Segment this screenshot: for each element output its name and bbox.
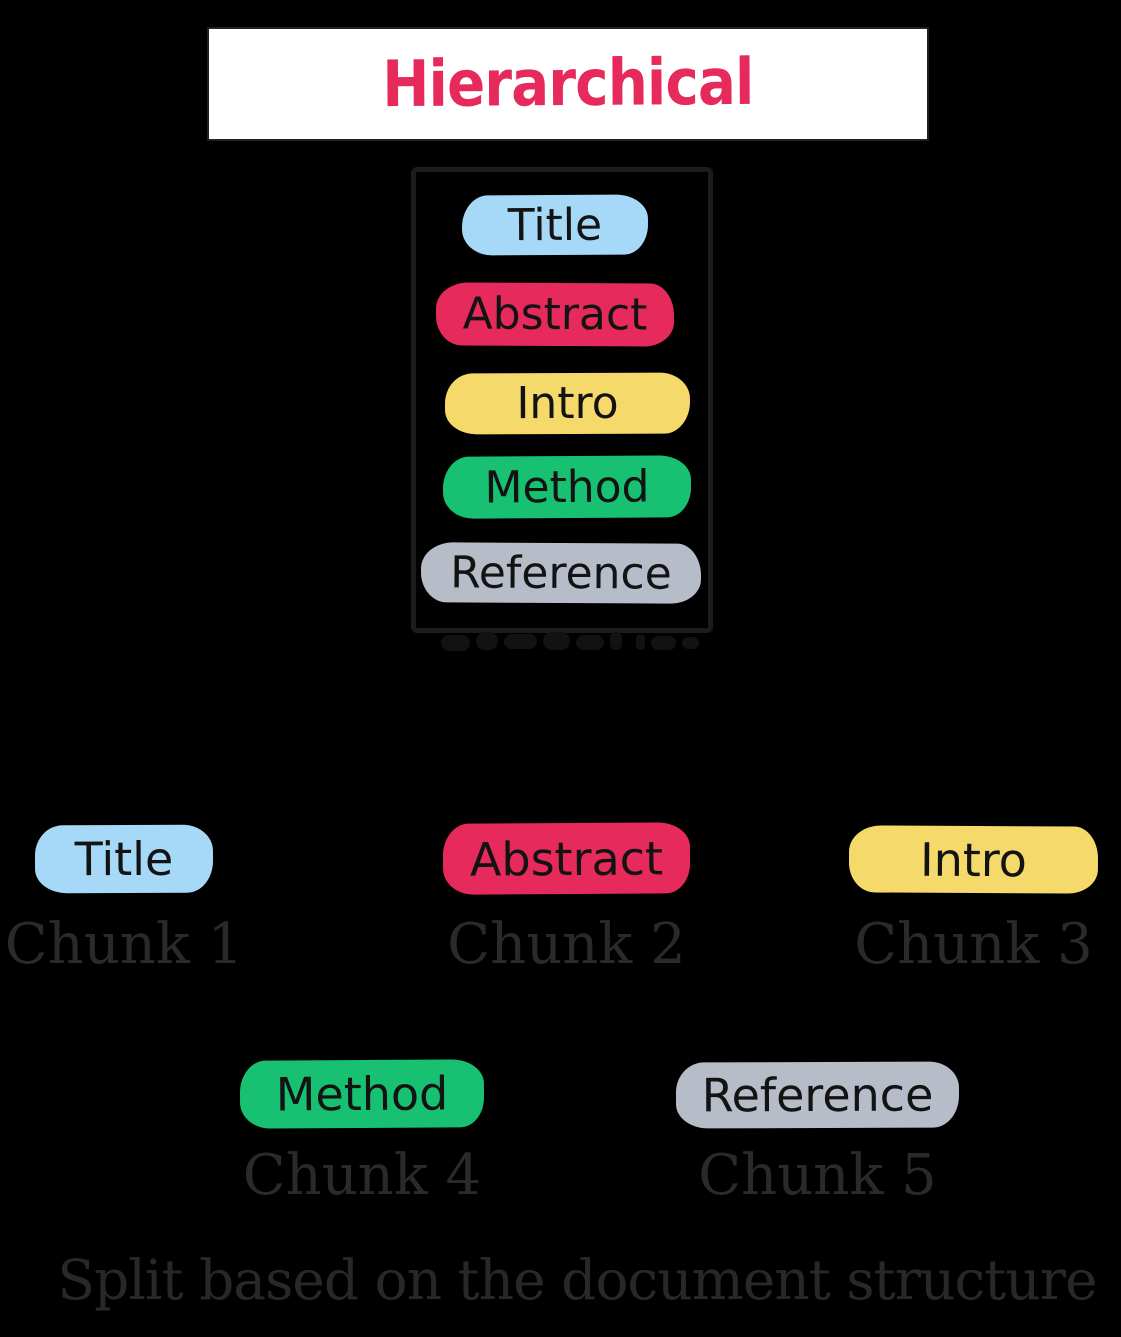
cutoff-text-marks <box>441 632 705 654</box>
doc-section-pill-reference: Reference <box>420 542 702 604</box>
chunk-item-3: Intro Chunk 3 <box>848 825 1099 973</box>
chunk-caption: Chunk 1 <box>4 912 244 977</box>
chunk-pill-intro: Intro <box>848 825 1099 894</box>
chunk-pill-abstract: Abstract <box>442 822 691 895</box>
header-banner: Hierarchical <box>207 27 929 141</box>
doc-section-pill-method: Method <box>442 455 692 519</box>
chunk-pill-label: Intro <box>919 832 1028 887</box>
chunk-pill-label: Reference <box>701 1067 934 1123</box>
chunk-pill-reference: Reference <box>675 1061 960 1129</box>
doc-section-label: Abstract <box>462 288 648 341</box>
chunk-pill-method: Method <box>239 1059 485 1129</box>
diagram-title: Hierarchical <box>382 45 754 123</box>
chunk-pill-title: Title <box>34 824 214 894</box>
chunk-caption: Chunk 4 <box>242 1143 482 1208</box>
chunk-item-5: Reference Chunk 5 <box>675 1061 960 1204</box>
doc-section-pill-intro: Intro <box>444 372 691 435</box>
chunk-item-1: Title Chunk 1 <box>5 824 243 973</box>
chunk-caption: Chunk 5 <box>698 1143 937 1208</box>
doc-section-label: Intro <box>516 377 619 430</box>
chunk-item-2: Abstract Chunk 2 <box>442 822 691 973</box>
footer-caption: Split based on the document structure <box>57 1248 1097 1312</box>
chunk-pill-label: Method <box>275 1066 449 1122</box>
chunk-caption: Chunk 3 <box>854 912 1093 977</box>
chunk-pill-label: Title <box>74 831 174 887</box>
chunk-caption: Chunk 2 <box>447 912 686 977</box>
chunk-item-4: Method Chunk 4 <box>239 1059 485 1204</box>
document-outline <box>411 167 713 633</box>
doc-section-label: Reference <box>450 546 672 600</box>
doc-section-pill-title: Title <box>461 194 649 256</box>
chunk-pill-label: Abstract <box>469 830 664 887</box>
doc-section-label: Title <box>507 199 603 251</box>
doc-section-label: Method <box>484 460 650 514</box>
doc-section-pill-abstract: Abstract <box>435 282 675 347</box>
